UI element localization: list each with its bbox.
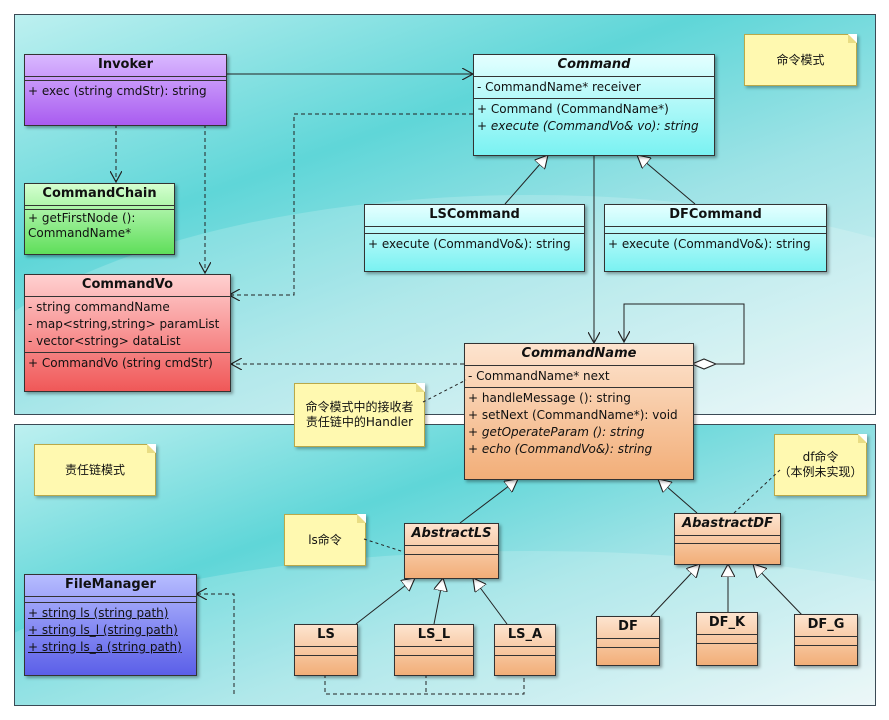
df-g-class[interactable]: DF_G — [794, 614, 858, 666]
operations-section: + string ls (string path) + string ls_l … — [25, 603, 196, 658]
class-name: CommandChain — [25, 184, 174, 206]
operation: + exec (string cmdStr): string — [28, 84, 207, 98]
attributes-section: - CommandName* receiver — [474, 77, 714, 99]
attribute: - map<string,string> paramList — [28, 317, 220, 331]
operations-section — [795, 646, 857, 654]
abstractls-class[interactable]: AbstractLS — [404, 523, 499, 579]
attributes-section — [795, 637, 857, 646]
operation: + handleMessage (): string — [468, 391, 631, 405]
df-class[interactable]: DF — [596, 616, 660, 666]
class-name: LS — [295, 625, 357, 647]
operation: + execute (CommandVo& vo): string — [477, 119, 699, 133]
operations-section: + exec (string cmdStr): string — [25, 81, 226, 102]
ls-command-note: ls命令 — [284, 514, 366, 566]
commandname-class[interactable]: CommandName - CommandName* next + handle… — [464, 343, 694, 480]
attributes-section — [395, 647, 473, 656]
ls-l-class[interactable]: LS_L — [394, 624, 474, 676]
attributes-section — [295, 647, 357, 656]
class-name: LS_A — [495, 625, 555, 647]
attribute: - string commandName — [28, 300, 170, 314]
attributes-section — [605, 227, 826, 234]
df-k-class[interactable]: DF_K — [696, 612, 758, 666]
class-name: Command — [474, 55, 714, 77]
operation: + CommandVo (string cmdStr) — [28, 356, 213, 370]
class-name: AbstractLS — [405, 524, 498, 546]
attributes-section — [597, 639, 659, 648]
lscommand-class[interactable]: LSCommand + execute (CommandVo&): string — [364, 204, 585, 272]
ls-a-class[interactable]: LS_A — [494, 624, 556, 676]
command-class[interactable]: Command - CommandName* receiver + Comman… — [473, 54, 715, 156]
ls-class[interactable]: LS — [294, 624, 358, 676]
attributes-section — [675, 536, 780, 544]
operations-section — [395, 656, 473, 664]
class-name: DF_K — [697, 613, 757, 635]
invoker-class[interactable]: Invoker + exec (string cmdStr): string — [24, 54, 227, 126]
attributes-section — [365, 227, 584, 234]
operation: + string ls (string path) — [28, 606, 169, 620]
abastractdf-class[interactable]: AbastractDF — [674, 513, 781, 565]
chain-pattern-note: 责任链模式 — [34, 444, 156, 496]
filemanager-class[interactable]: FileManager + string ls (string path) + … — [24, 574, 197, 676]
operation: + setNext (CommandName*): void — [468, 408, 678, 422]
operations-section — [697, 644, 757, 652]
operation: CommandName* — [28, 226, 132, 240]
attributes-section — [697, 635, 757, 644]
attributes-section — [405, 546, 498, 555]
class-name: DF — [597, 617, 659, 639]
class-name: AbastractDF — [675, 514, 780, 536]
attribute: - CommandName* receiver — [477, 80, 641, 94]
operations-section: + handleMessage (): string + setNext (Co… — [465, 388, 693, 460]
operation: + getOperateParam (): string — [468, 425, 645, 439]
operation: + echo (CommandVo&): string — [468, 442, 653, 456]
attributes-section — [495, 647, 555, 656]
class-name: LS_L — [395, 625, 473, 647]
operation: + Command (CommandName*) — [477, 102, 669, 116]
attributes-section — [25, 597, 196, 603]
attributes-section: - CommandName* next — [465, 366, 693, 388]
operations-section — [405, 555, 498, 563]
operations-section — [675, 544, 780, 551]
class-name: Invoker — [25, 55, 226, 77]
attributes-section — [25, 206, 174, 210]
operations-section: + getFirstNode (): CommandName* — [25, 210, 174, 243]
operation: + execute (CommandVo&): string — [368, 237, 571, 251]
class-name: FileManager — [25, 575, 196, 597]
class-name: DFCommand — [605, 205, 826, 227]
attribute: - vector<string> dataList — [28, 334, 181, 348]
attributes-section: - string commandName - map<string,string… — [25, 297, 230, 353]
class-name: CommandName — [465, 344, 693, 366]
operation: + execute (CommandVo&): string — [608, 237, 811, 251]
operations-section: + Command (CommandName*) + execute (Comm… — [474, 99, 714, 137]
operations-section — [495, 656, 555, 664]
operation: + getFirstNode (): — [28, 211, 136, 225]
operation: + string ls_l (string path) — [28, 623, 178, 637]
operations-section: + execute (CommandVo&): string — [365, 234, 584, 255]
receiver-handler-note: 命令模式中的接收者 责任链中的Handler — [294, 383, 425, 447]
class-name: LSCommand — [365, 205, 584, 227]
command-pattern-note: 命令模式 — [744, 34, 857, 86]
class-name: CommandVo — [25, 275, 230, 297]
operations-section — [295, 656, 357, 664]
class-name: DF_G — [795, 615, 857, 637]
operation: + string ls_a (string path) — [28, 640, 182, 654]
dfcommand-class[interactable]: DFCommand + execute (CommandVo&): string — [604, 204, 827, 272]
commandvo-class[interactable]: CommandVo - string commandName - map<str… — [24, 274, 231, 392]
attributes-section — [25, 77, 226, 81]
commandchain-class[interactable]: CommandChain + getFirstNode (): CommandN… — [24, 183, 175, 255]
operations-section: + CommandVo (string cmdStr) — [25, 353, 230, 374]
attribute: - CommandName* next — [468, 369, 610, 383]
df-command-note: df命令 （本例未实现） — [774, 434, 867, 496]
operations-section: + execute (CommandVo&): string — [605, 234, 826, 255]
operations-section — [597, 648, 659, 656]
